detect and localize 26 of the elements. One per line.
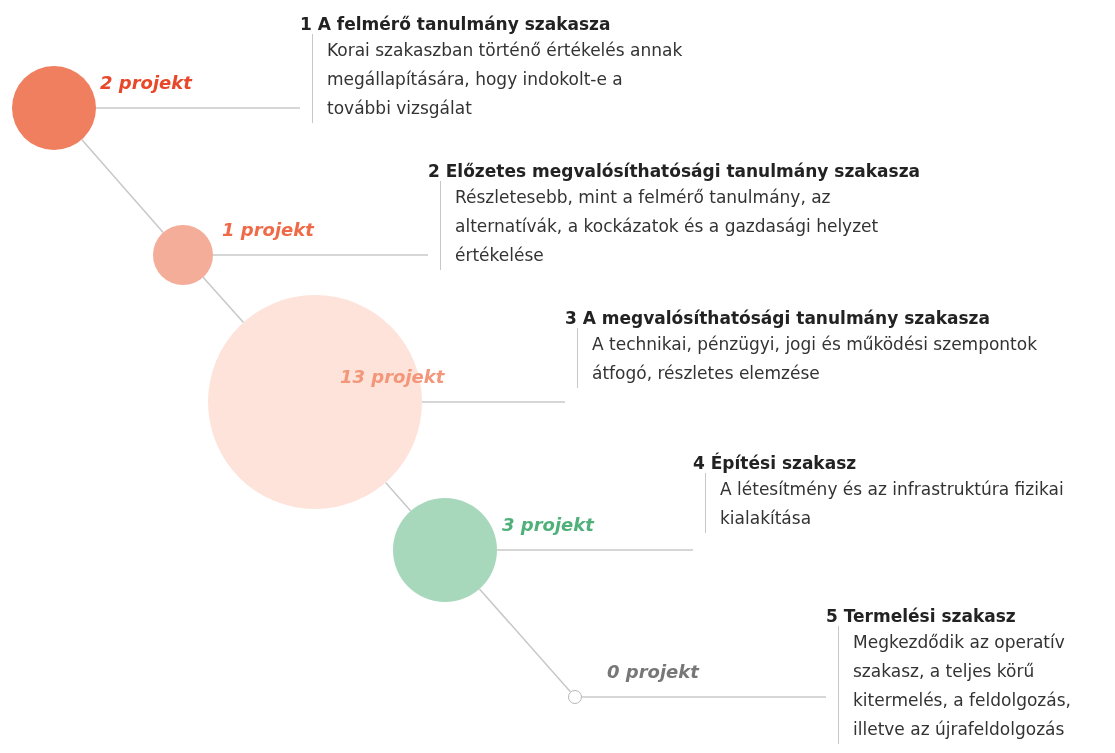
leader-line [212,254,429,256]
edge-label: 3 projekt [502,514,594,535]
edge-label: 1 projekt [222,219,314,240]
stage-heading: 1 A felmérő tanulmány szakasza [300,14,611,34]
leader-line [95,107,301,109]
stage-heading: 3 A megvalósíthatósági tanulmány szakasza [565,308,990,328]
stage-heading: 5 Termelési szakasz [826,606,1016,626]
stage-description: Korai szakaszban történő értékelés annak megállapítására, hogy indokolt-e a további vizsgálat [312,34,690,123]
connector-line [384,481,412,512]
edge-label: 13 projekt [340,366,445,387]
stage-description: A technikai, pénzügyi, jogi és működési szempontok átfogó, részletes elemzése [577,328,1055,388]
edge-label: 2 projekt [100,72,192,93]
connector-line [80,138,164,234]
stage-description: A létesítmény és az infrastruktúra fizikai kialakítása [705,473,1093,533]
edge-label: 0 projekt [607,661,699,682]
connector-line [478,588,572,693]
stage-description: Megkezdődik az operatív szakasz, a teljes körű kitermelés, a feldolgozás, illetve az újrafeldolgozás [838,626,1111,744]
bubble [568,690,582,704]
leader-line [421,401,566,403]
stage-description: Részletesebb, mint a felmérő tanulmány, az alternatívák, a kockázatok és a gazdasági helyzet értékelése [440,181,888,270]
stage-heading: 4 Építési szakasz [693,453,857,473]
leader-line [581,696,827,698]
bubble [153,225,213,285]
connector-line [202,276,245,324]
leader-line [496,549,694,551]
stage-heading: 2 Előzetes megvalósíthatósági tanulmány szakasza [428,161,921,181]
